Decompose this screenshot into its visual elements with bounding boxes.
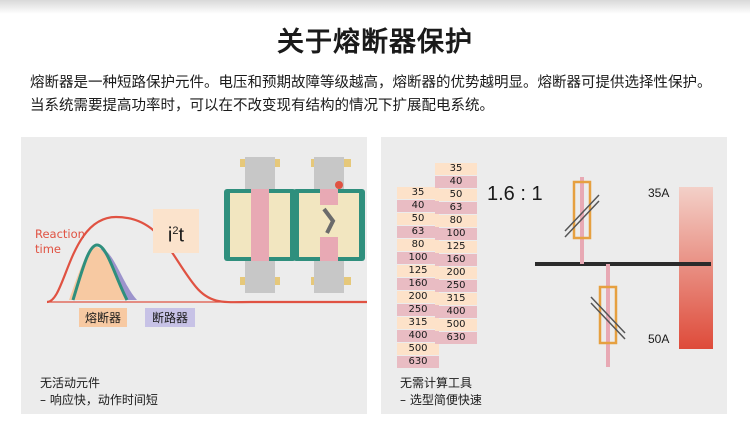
panel-fast-response: Reaction time i2t 熔断器 断路器 无活动元件 – 响应快，动作… bbox=[21, 137, 367, 414]
rating-cell: 400 bbox=[397, 330, 439, 342]
rating-cell: 500 bbox=[435, 319, 477, 331]
rating-gradient-bar bbox=[679, 187, 713, 349]
selectivity-ratio: 1.6 : 1 bbox=[487, 183, 543, 205]
intro-paragraph: 熔断器是一种短路保护元件。电压和预期故障等级越高，熔断器的优势越明显。熔断器可提… bbox=[30, 75, 712, 114]
rating-cell: 200 bbox=[435, 267, 477, 279]
rating-cell: 80 bbox=[435, 215, 477, 227]
rating-cell: 400 bbox=[435, 306, 477, 318]
rating-cell: 63 bbox=[397, 226, 439, 238]
rating-cell: 125 bbox=[435, 241, 477, 253]
rating-cell: 35 bbox=[435, 163, 477, 175]
rating-cell: 35 bbox=[397, 187, 439, 199]
top-shadow-bar bbox=[0, 0, 750, 14]
caption-detail: – 响应快，动作时间短 bbox=[40, 393, 158, 407]
rating-cell: 315 bbox=[435, 293, 477, 305]
fuse-graphic-blown bbox=[293, 157, 365, 293]
caption-title: 无活动元件 bbox=[40, 376, 101, 390]
reaction-time-label: Reaction time bbox=[35, 227, 85, 256]
rating-cell: 40 bbox=[397, 200, 439, 212]
reaction-curve bbox=[46, 215, 367, 304]
rating-cell: 50 bbox=[435, 189, 477, 201]
rating-cell: 500 bbox=[397, 343, 439, 355]
selectivity-illustration bbox=[535, 177, 713, 367]
lower-fuse bbox=[598, 285, 618, 345]
legend-fuse: 熔断器 bbox=[79, 308, 128, 327]
rating-cell: 250 bbox=[435, 280, 477, 292]
rating-cell: 160 bbox=[435, 254, 477, 266]
fuse-curve-outline bbox=[71, 243, 129, 301]
rating-cell: 630 bbox=[397, 356, 439, 368]
rating-cell: 40 bbox=[435, 176, 477, 188]
rating-cell: 315 bbox=[397, 317, 439, 329]
rating-cell: 50 bbox=[397, 213, 439, 225]
rating-cell: 250 bbox=[397, 304, 439, 316]
rating-cell: 100 bbox=[435, 228, 477, 240]
fuse-curve bbox=[69, 247, 127, 300]
caption-title: 无需计算工具 bbox=[400, 376, 473, 390]
upper-rating-label: 35A bbox=[648, 186, 670, 200]
page-title: 关于熔断器保护 bbox=[277, 27, 473, 58]
fuse-graphic-intact bbox=[224, 157, 296, 293]
caption-detail: – 选型简便快速 bbox=[400, 393, 482, 407]
rating-cell: 80 bbox=[397, 239, 439, 251]
rating-cell: 125 bbox=[397, 265, 439, 277]
rating-cell: 160 bbox=[397, 278, 439, 290]
rating-cell: 630 bbox=[435, 332, 477, 344]
i2t-label: i2t bbox=[153, 209, 199, 253]
rating-cell: 200 bbox=[397, 291, 439, 303]
lower-rating-label: 50A bbox=[648, 332, 670, 346]
rating-cell: 100 bbox=[397, 252, 439, 264]
rating-cell: 63 bbox=[435, 202, 477, 214]
legend-breaker: 断路器 bbox=[145, 308, 196, 327]
response-illustration bbox=[46, 157, 367, 304]
